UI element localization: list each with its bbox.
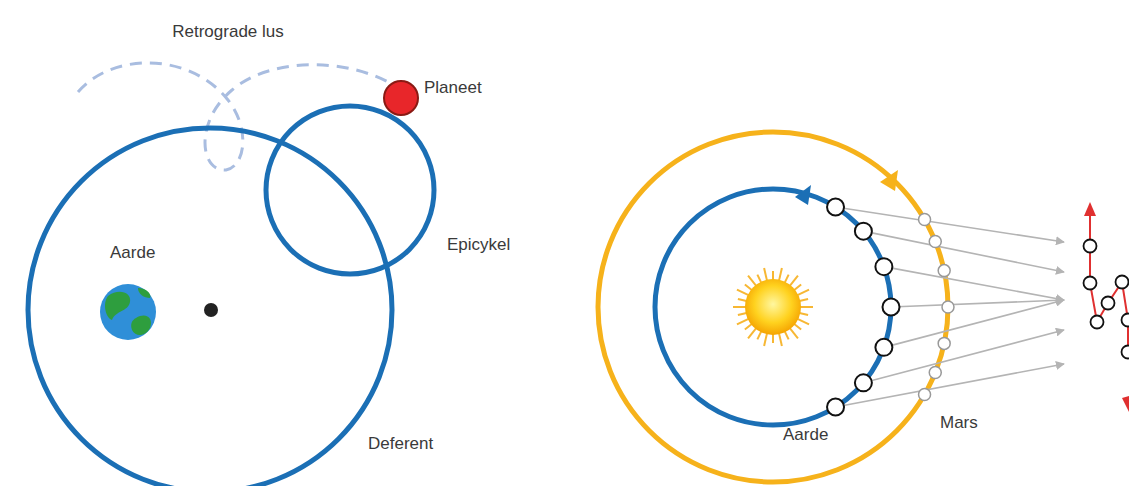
mars-orbit: [598, 132, 948, 482]
sight-line: [884, 300, 1064, 347]
sun-ray: [748, 276, 757, 287]
earth-position: [875, 339, 892, 356]
sun-ray: [779, 332, 782, 346]
epicycle-label: Epicykel: [447, 235, 510, 255]
sight-line: [891, 300, 1064, 307]
sun-ray: [799, 306, 813, 308]
mars-position: [919, 389, 931, 401]
planet-dot: [384, 81, 418, 115]
sun-ray: [779, 268, 782, 282]
center-dot: [204, 303, 218, 317]
apparent-path: [1084, 202, 1129, 412]
earth-position: [827, 198, 844, 215]
earth-position: [883, 299, 900, 316]
planet-label: Planeet: [424, 78, 482, 98]
earth-position: [875, 258, 892, 275]
apparent-position: [1084, 277, 1097, 290]
loop-label: Retrograde lus: [172, 22, 284, 42]
sun-icon: [733, 268, 813, 346]
mars-position: [942, 301, 954, 313]
apparent-position: [1084, 240, 1097, 253]
earth-position: [827, 399, 844, 416]
epicycle-circle: [266, 106, 434, 274]
apparent-position: [1122, 314, 1129, 327]
sun-ray: [789, 276, 798, 287]
sun-ray: [796, 290, 809, 296]
sun-ray: [733, 306, 747, 308]
mars-position: [938, 265, 950, 277]
apparent-path-arrow: [1122, 396, 1129, 412]
earth-orbit: [655, 189, 891, 425]
deferent-label: Deferent: [368, 434, 433, 454]
apparent-position: [1116, 276, 1129, 289]
sun-ray: [796, 318, 809, 324]
sun-disc: [745, 279, 801, 335]
earth-orbit-arrow: [795, 185, 811, 205]
mars-position: [929, 367, 941, 379]
mars-position: [938, 337, 950, 349]
deferent-circle: [28, 128, 392, 486]
sight-line: [884, 267, 1064, 300]
apparent-position: [1091, 316, 1104, 329]
mars-position: [929, 235, 941, 247]
mars-orbit-arrow: [880, 170, 898, 191]
apparent-position: [1122, 346, 1129, 359]
retrograde-loop: [78, 63, 395, 170]
sun-ray: [748, 327, 757, 338]
sun-ray: [737, 318, 750, 324]
earth-position: [855, 374, 872, 391]
earth-position: [855, 223, 872, 240]
sight-line: [836, 364, 1064, 407]
sight-line: [863, 231, 1064, 272]
sight-lines: [827, 198, 1064, 415]
mars-position: [919, 214, 931, 226]
mars-label: Mars: [940, 413, 978, 433]
sight-line: [863, 330, 1064, 383]
sun-ray: [737, 290, 750, 296]
apparent-position: [1102, 297, 1115, 310]
sun-ray: [789, 327, 798, 338]
earth-icon: [100, 284, 156, 340]
sun-ray: [764, 332, 767, 346]
earth-label: Aarde: [110, 243, 155, 263]
sun-ray: [764, 268, 767, 282]
earth-label: Aarde: [783, 425, 828, 445]
apparent-path-arrow: [1084, 202, 1096, 216]
sight-line: [836, 207, 1064, 242]
